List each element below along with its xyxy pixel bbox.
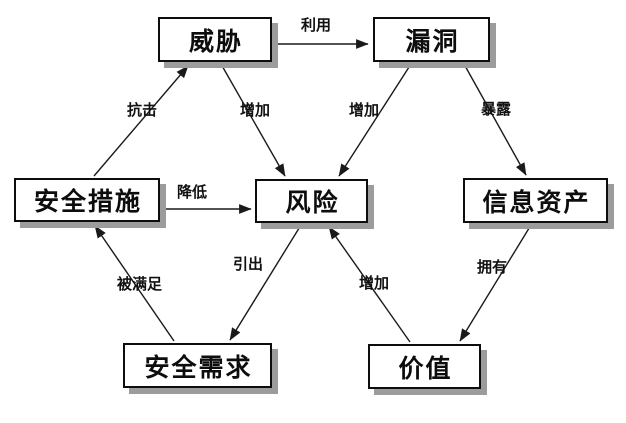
edge-value-increase-line — [328, 226, 411, 343]
edge-label-leads-to: 引出 — [233, 256, 264, 273]
edge-owns-line — [459, 224, 532, 342]
edge-label-vuln-increases: 增加 — [349, 102, 380, 119]
node-security-measures: 安全措施 — [14, 178, 160, 222]
edge-label-exposes: 暴露 — [481, 101, 512, 118]
edge-label-threat-increases: 增加 — [240, 102, 271, 119]
edge-label-reduces: 降低 — [177, 184, 208, 201]
edge-exposes-line — [463, 63, 527, 176]
edge-label-resists: 抗击 — [127, 102, 158, 119]
edge-label-exploits: 利用 — [301, 17, 332, 34]
node-value: 价值 — [368, 344, 481, 389]
edge-label-satisfied-by: 被满足 — [117, 276, 163, 293]
edge-resists-line — [93, 65, 189, 177]
node-vulnerability: 漏洞 — [373, 17, 490, 62]
node-security-requirements: 安全需求 — [123, 343, 272, 388]
edge-satisfied-line — [94, 225, 175, 342]
edge-threat-increase-line — [220, 63, 286, 177]
edge-vuln-increase-line — [338, 63, 412, 177]
edge-label-owns: 拥有 — [477, 259, 508, 276]
edge-label-value-increases: 增加 — [359, 275, 390, 292]
node-information-assets: 信息资产 — [463, 178, 608, 223]
node-risk: 风险 — [255, 179, 368, 223]
node-threat: 威胁 — [158, 17, 272, 62]
edge-leads-line — [229, 224, 302, 341]
